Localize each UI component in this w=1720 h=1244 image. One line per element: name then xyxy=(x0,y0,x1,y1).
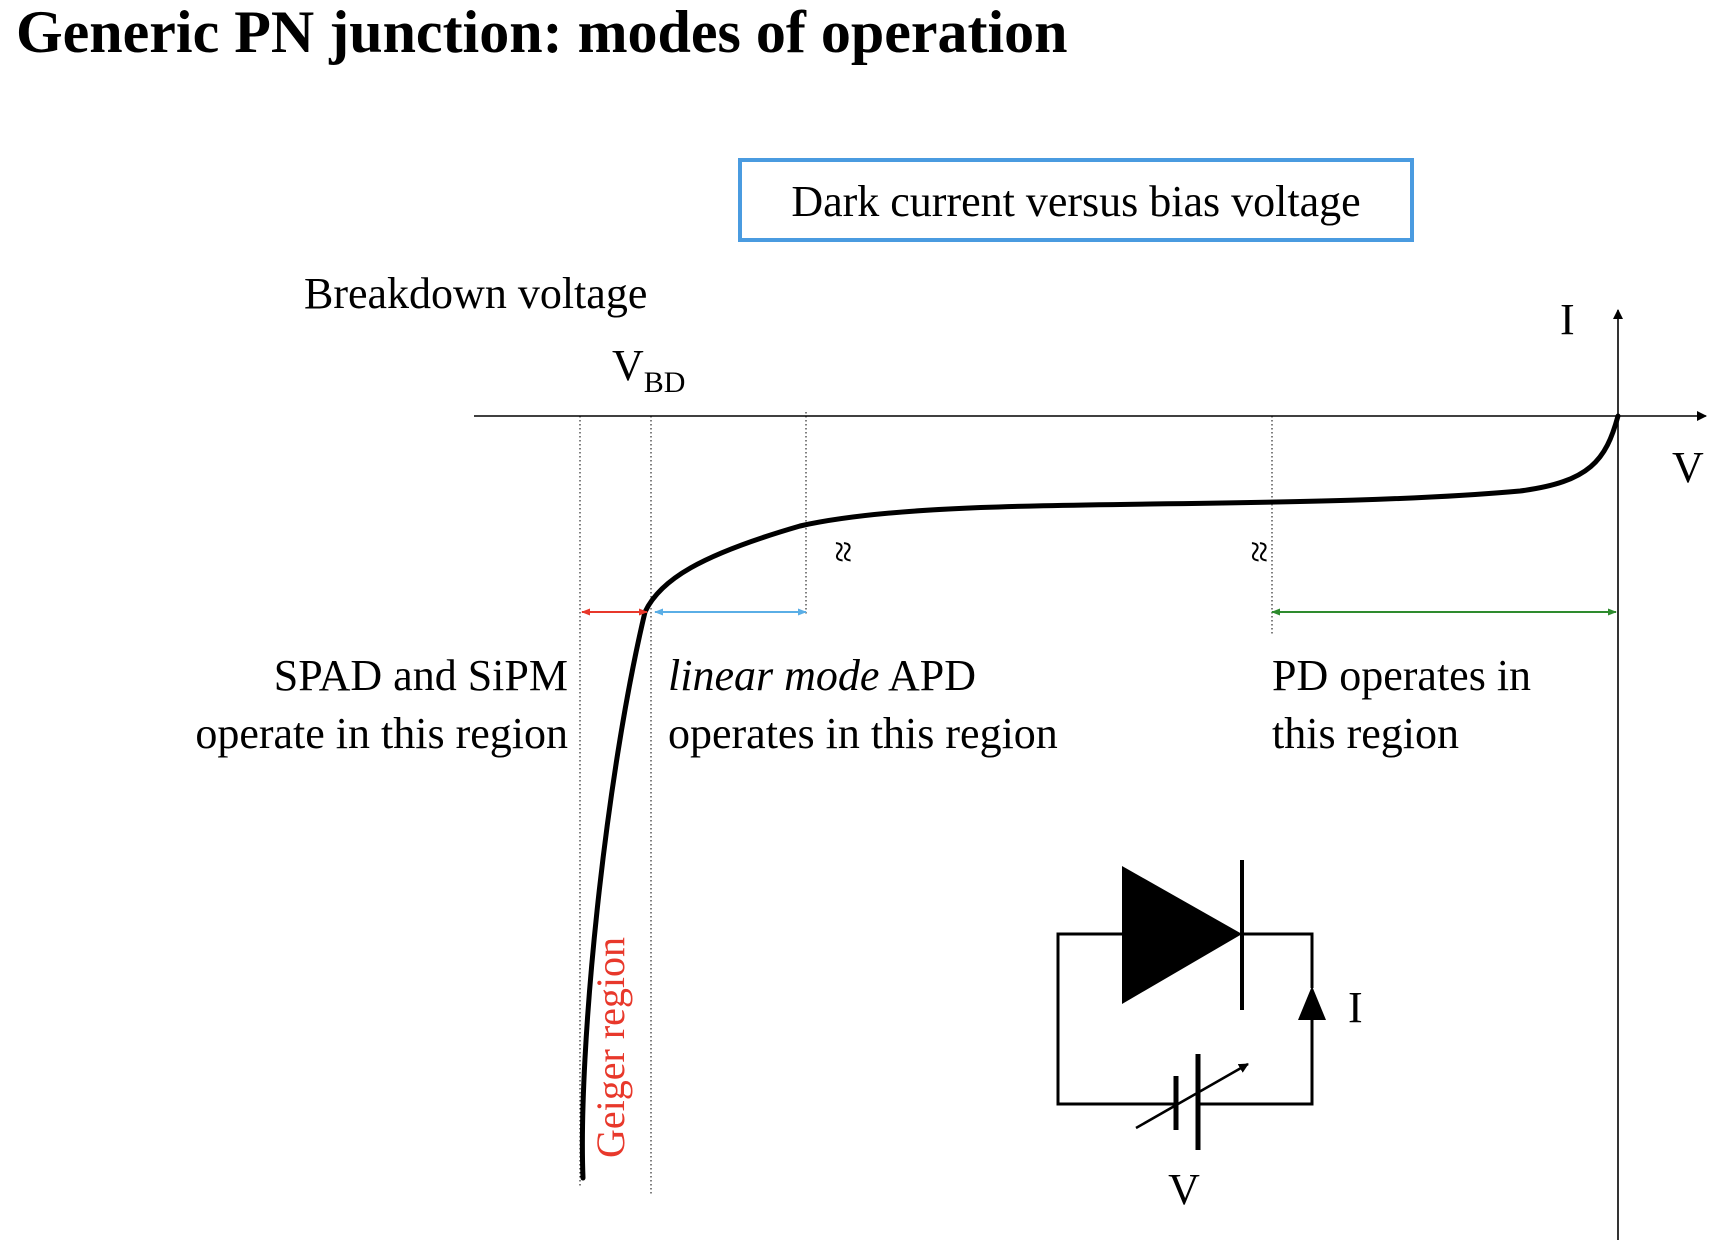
y-axis-label: I xyxy=(1560,295,1575,344)
variable-source-arrow-icon xyxy=(1135,1062,1249,1130)
apd-region-label-line2: operates in this region xyxy=(668,709,1058,758)
caption-box xyxy=(738,158,1414,242)
breakdown-voltage-label: Breakdown voltage xyxy=(304,269,647,318)
vbd-subscript: BD xyxy=(644,366,686,399)
pd-region-label-line1: PD operates in xyxy=(1272,651,1531,700)
caption-text: Dark current versus bias voltage xyxy=(791,177,1360,226)
circuit-schematic: I V xyxy=(1056,860,1363,1214)
iv-curve xyxy=(579,413,1621,1181)
apd-region-label-line1: linear mode APD xyxy=(668,651,976,700)
circuit-wire-loop xyxy=(1056,932,1314,1106)
circuit-voltage-label: V xyxy=(1168,1165,1200,1214)
vbd-label: VBD xyxy=(612,341,685,399)
axis-break-symbol-left: ≈ xyxy=(821,541,866,563)
spad-region-label-line2: operate in this region xyxy=(195,709,568,758)
diode-icon xyxy=(1122,866,1242,1004)
axis-break-symbol-right: ≈ xyxy=(1237,541,1282,563)
page-title: Generic PN junction: modes of operation xyxy=(16,0,1068,65)
current-arrow-icon xyxy=(1298,986,1326,1020)
geiger-region-label: Geiger region xyxy=(588,937,633,1158)
vbd-main: V xyxy=(612,341,644,390)
x-axis-label: V xyxy=(1672,443,1704,492)
spad-region-label-line1: SPAD and SiPM xyxy=(274,651,568,700)
circuit-current-label: I xyxy=(1348,983,1363,1032)
pd-region-label-line2: this region xyxy=(1272,709,1459,758)
apd-label-italic: linear mode xyxy=(668,651,879,700)
apd-label-rest: APD xyxy=(879,651,976,700)
